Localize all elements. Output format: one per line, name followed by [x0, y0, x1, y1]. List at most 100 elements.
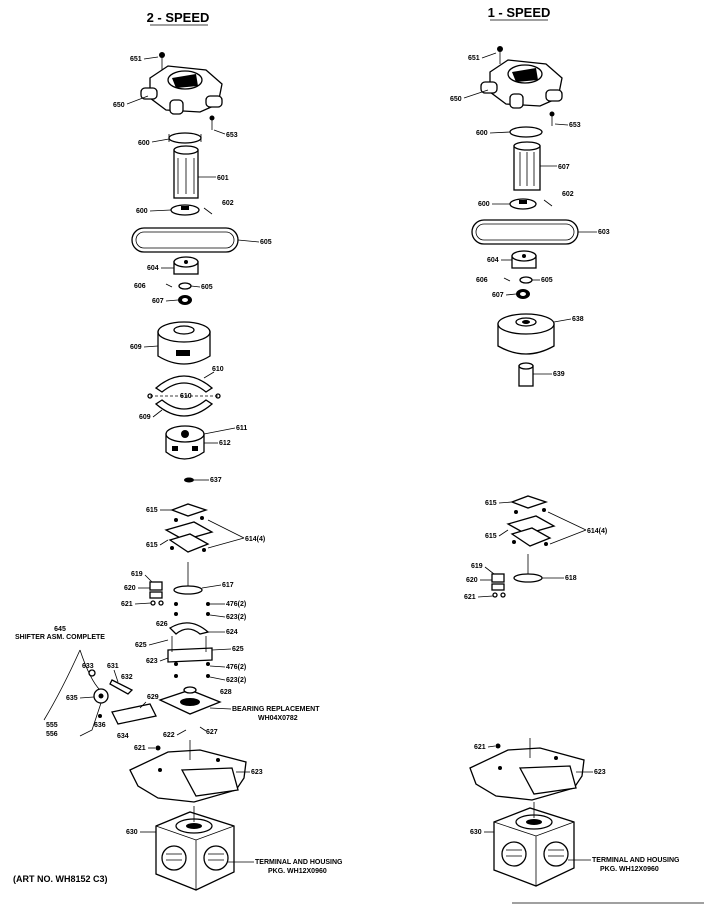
bearing-plate-icon [158, 686, 222, 715]
part-label: 617 [222, 582, 234, 589]
terminal-note-right-1: TERMINAL AND HOUSING [592, 857, 680, 864]
part-label: 628 [220, 689, 232, 696]
screw-icon [203, 207, 213, 215]
part-label: 621 [121, 601, 133, 608]
part-label: 627 [206, 729, 218, 736]
clutch-hub-icon [165, 425, 205, 460]
screw-icon [495, 743, 501, 749]
part-label: 623 [594, 769, 606, 776]
part-label: 602 [562, 191, 574, 198]
bearing-note-line1: BEARING REPLACEMENT [232, 706, 320, 713]
pulley-icon [511, 250, 537, 269]
terminal-note-right-2: PKG. WH12X0960 [600, 866, 659, 873]
part-label: 600 [476, 130, 488, 137]
part-label: 622 [163, 732, 175, 739]
part-label: 631 [107, 663, 119, 670]
part-label: 609 [139, 414, 151, 421]
part-label: 633 [82, 663, 94, 670]
hose-clamp-icon [170, 204, 200, 216]
part-label: 600 [478, 201, 490, 208]
title-2-speed: 2 - SPEED [147, 10, 210, 25]
part-label: 637 [210, 477, 222, 484]
clutch-drum-icon [157, 321, 211, 365]
hose-clamp-icon [509, 126, 543, 138]
part-label: 635 [66, 695, 78, 702]
part-label: 607 [558, 164, 570, 171]
motor-icon [493, 802, 575, 887]
part-label: 620 [466, 577, 478, 584]
part-label: 607 [152, 298, 164, 305]
shifter-assembly-icon [43, 649, 157, 737]
bearing-icon [516, 289, 530, 299]
part-label: 614(4) [245, 536, 265, 543]
part-label: 625 [232, 646, 244, 653]
part-label: 612 [219, 440, 231, 447]
screw-icon [155, 745, 161, 751]
part-label: 606 [134, 283, 146, 290]
part-label: 605 [541, 277, 553, 284]
shifter-name: SHIFTER ASM. COMPLETE [15, 634, 105, 641]
title-1-speed: 1 - SPEED [488, 5, 551, 20]
hose-clamp-icon [509, 198, 537, 210]
washer-icon [503, 276, 533, 284]
shifter-fork-icon [167, 622, 213, 663]
part-label: 621 [464, 594, 476, 601]
part-label: 476(2) [226, 601, 246, 608]
part-label: 610 [212, 366, 224, 373]
seal-icon [184, 477, 194, 483]
brake-shoes-icon [147, 375, 221, 417]
part-label: 615 [146, 507, 158, 514]
part-label: 626 [156, 621, 168, 628]
part-label: 623 [251, 769, 263, 776]
part-label: 605 [201, 284, 213, 291]
part-label: 615 [146, 542, 158, 549]
part-label: 632 [121, 674, 133, 681]
part-label: 601 [217, 175, 229, 182]
art-number: (ART NO. WH8152 C3) [13, 874, 108, 884]
part-label: 600 [136, 208, 148, 215]
left-assembly [43, 52, 247, 891]
part-label: 650 [113, 102, 125, 109]
drive-belt-icon [471, 219, 579, 245]
pulley-icon [173, 256, 199, 275]
part-label: 614(4) [587, 528, 607, 535]
part-label: 630 [126, 829, 138, 836]
part-label: 625 [135, 642, 147, 649]
pump-housing-icon [140, 65, 223, 115]
part-label: 618 [565, 575, 577, 582]
sleeve-icon [518, 362, 534, 387]
part-label: 555 [46, 722, 58, 729]
mounting-bracket-icon [506, 495, 556, 547]
part-label: 615 [485, 500, 497, 507]
base-plate-icon [129, 740, 247, 803]
part-label: 639 [553, 371, 565, 378]
motor-icon [155, 806, 235, 891]
clutch-drum-icon [497, 313, 555, 355]
part-label: 634 [117, 733, 129, 740]
right-part-labels: 651 650 653 600 607 600 602 603 604 606 … [450, 52, 680, 873]
base-plate-icon [469, 738, 585, 801]
bearing-icon [178, 295, 192, 305]
part-label: 624 [226, 629, 238, 636]
part-label: 651 [468, 55, 480, 62]
pump-hose-icon [173, 145, 199, 199]
screw-icon [543, 199, 553, 207]
pump-hose-icon [513, 141, 541, 191]
part-label: 476(2) [226, 664, 246, 671]
part-label: 600 [138, 140, 150, 147]
cam-icon [149, 581, 164, 606]
part-label: 603 [598, 229, 610, 236]
part-label: 623(2) [226, 677, 246, 684]
part-label: 620 [124, 585, 136, 592]
terminal-note-left-1: TERMINAL AND HOUSING [255, 859, 343, 866]
part-label: 636 [94, 722, 106, 729]
drive-belt-icon [131, 227, 239, 253]
shaft-icon [513, 554, 543, 583]
pump-housing-icon [480, 59, 563, 109]
part-label: 611 [236, 425, 247, 432]
part-label: 604 [487, 257, 499, 264]
part-label: 619 [131, 571, 143, 578]
part-label: 621 [474, 744, 486, 751]
part-label: 623 [146, 658, 158, 665]
part-label: 630 [470, 829, 482, 836]
